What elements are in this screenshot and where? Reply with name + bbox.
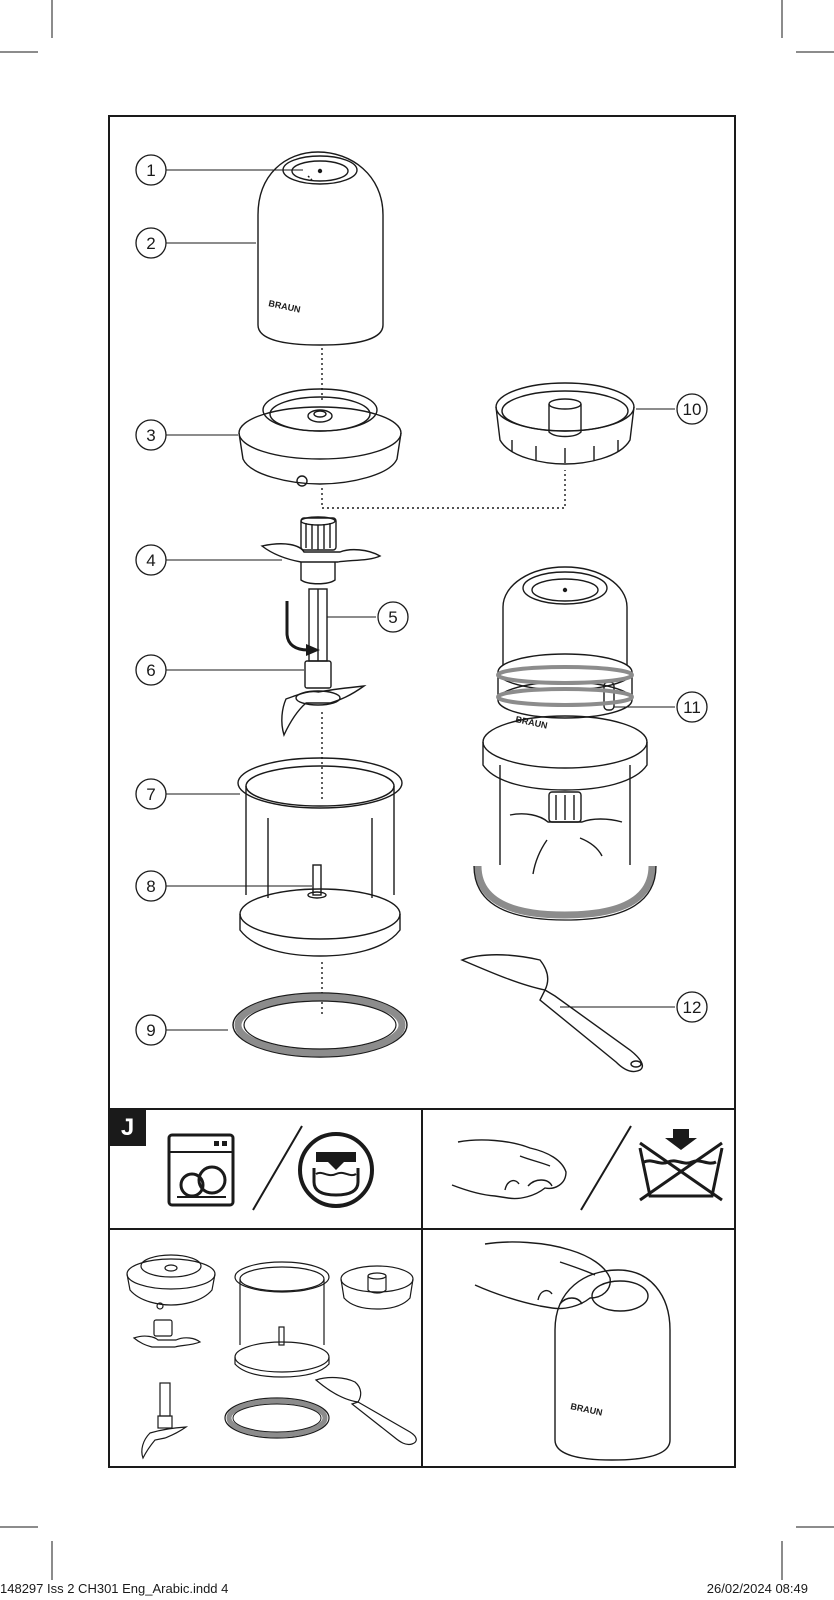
leader-lines <box>166 169 675 1031</box>
lid <box>238 388 402 487</box>
dishwasher-icon <box>167 1133 235 1207</box>
callout-7-label: 7 <box>146 785 155 804</box>
storage-lid <box>495 382 635 465</box>
callout-1-circle <box>135 154 167 186</box>
callout-11-label: 11 <box>683 698 701 717</box>
chopper-bowl <box>237 757 403 957</box>
or-slash-1 <box>252 1125 303 1211</box>
or-slash-2 <box>580 1125 632 1211</box>
callout-3-label: 3 <box>146 426 155 445</box>
callout-4-label: 4 <box>146 551 155 570</box>
brand-mark-wipe: BRAUN <box>570 1401 604 1418</box>
wipe-motor-unit <box>474 1241 671 1461</box>
frame <box>108 115 736 1468</box>
callout-5-circle <box>377 601 409 633</box>
callout-12-label: 12 <box>683 998 702 1017</box>
callout-10-circle <box>676 393 708 425</box>
blade-insert <box>260 516 382 585</box>
callout-2-circle <box>135 227 167 259</box>
callout-9-circle <box>135 1014 167 1046</box>
callout-6-label: 6 <box>146 661 155 680</box>
assembly-arrow <box>285 601 309 652</box>
callout-7-circle <box>135 778 167 810</box>
callout-12-circle <box>676 991 708 1023</box>
file-slug: 148297 Iss 2 CH301 Eng_Arabic.indd 4 <box>0 1581 229 1596</box>
callout-8-circle <box>135 870 167 902</box>
assembled-chopper <box>482 566 648 875</box>
callout-8-label: 8 <box>146 877 155 896</box>
callout-6-circle <box>135 654 167 686</box>
section-label-badge: J <box>109 1109 146 1146</box>
blade-shaft <box>281 588 367 737</box>
small-seal-ring <box>224 1397 330 1439</box>
callout-4-circle <box>135 544 167 576</box>
date-slug: 26/02/2024 08:49 <box>706 1581 808 1596</box>
exploded-view <box>166 151 675 1073</box>
callout-numbers: 1 2 3 4 5 6 7 8 9 10 11 12 <box>146 161 701 1040</box>
no-water-immersion-icon <box>638 1129 724 1202</box>
callout-3-circle <box>135 419 167 451</box>
brand-mark-motor: BRAUN <box>268 298 302 315</box>
hand-wipe-icon <box>451 1139 567 1200</box>
callout-9-label: 9 <box>146 1021 155 1040</box>
spatula <box>460 954 644 1073</box>
callout-10-label: 10 <box>683 400 702 419</box>
dishwasher-safe-parts <box>126 1254 417 1460</box>
seal-rings <box>232 665 657 1058</box>
callout-1-label: 1 <box>146 161 155 180</box>
callout-2-label: 2 <box>146 234 155 253</box>
water-immersion-icon <box>298 1132 374 1208</box>
callout-11-circle <box>676 691 708 723</box>
callouts <box>135 154 708 1046</box>
motor-unit <box>257 151 384 346</box>
callout-5-label: 5 <box>388 608 397 627</box>
